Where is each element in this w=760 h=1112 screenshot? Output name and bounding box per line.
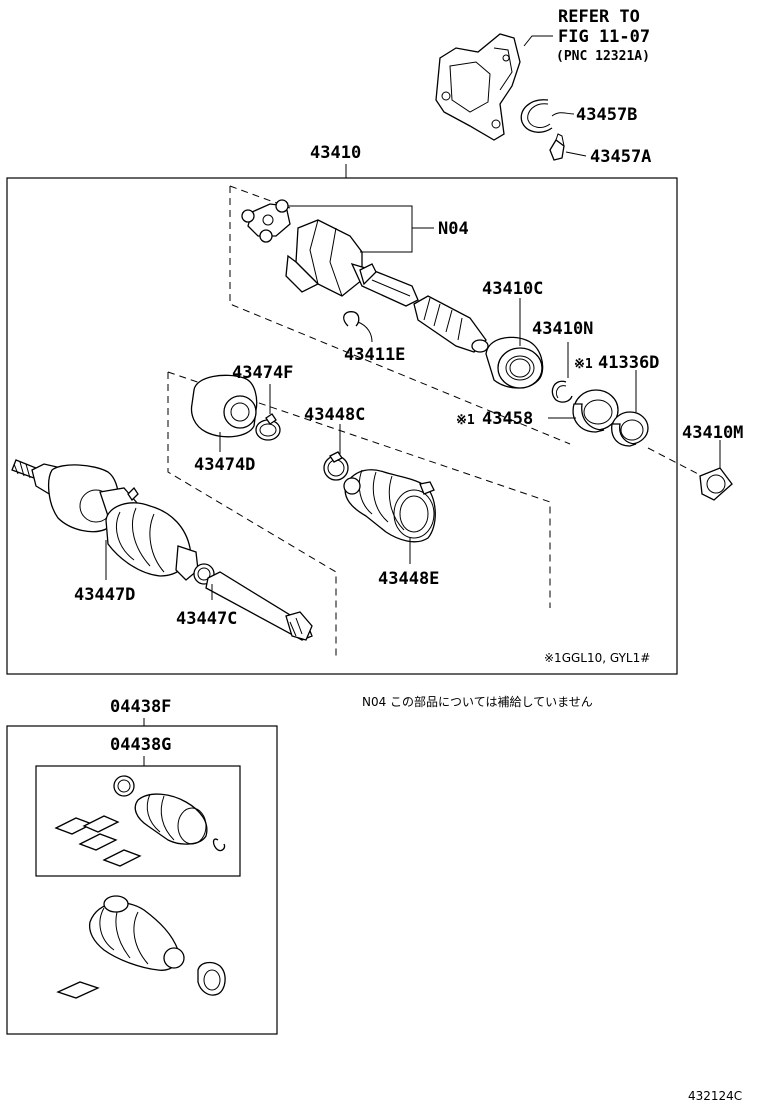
label-43457a: 43457A [590,147,651,167]
figure-id: 432124C [688,1089,742,1103]
inner-joint-housing-part [285,219,419,307]
kome-43458: ※1 [456,413,475,428]
label-43447c: 43447C [176,609,237,629]
label-04438g: 04438G [110,735,171,755]
label-04438f: 04438F [110,697,171,717]
refer-leader [523,35,553,47]
clip-43411e: 43411E [343,311,405,365]
kome-41336d: ※1 [574,357,593,372]
clamp-43474f: 43474F [232,363,293,441]
label-43448c: 43448C [304,405,365,425]
label-43410m: 43410M [682,423,743,443]
label-43457b: 43457B [576,105,637,125]
tripod-joint-part [241,199,291,243]
leader-n04 [288,205,434,253]
label-43411e: 43411E [344,345,405,365]
boot-43448e: 43448E [343,469,439,589]
label-43474f: 43474F [232,363,293,383]
footnote-vehicle-code: ※1GGL10, GYL1# [544,651,650,665]
kit-frame-04438f [6,725,278,1035]
label-43448e: 43448E [378,569,439,589]
label-43410: 43410 [310,143,361,163]
label-43410n: 43410N [532,319,593,339]
seal-41336d: ※1 41336D [574,353,659,447]
transmission-bracket-part [435,33,521,141]
label-43458: 43458 [482,409,533,429]
label-43474d: 43474D [194,455,255,475]
intermediate-shaft-part [413,295,489,353]
note-n04-not-supplied: N04 この部品については補給していません [362,694,593,709]
outer-joint-shaft-part: 43447D 43447C [11,459,313,641]
label-n04: N04 [438,219,469,239]
damper-43474d: 43474D [190,374,258,475]
kit-04438g-contents [54,775,226,867]
bolt-43457a: 43457A [549,133,651,167]
dashed-group-boot [167,371,551,658]
bushing-43410m: 43410M [647,423,743,501]
refer-line-3: (PNC 12321A) [556,49,650,64]
bearing-43410c: 43410C [482,279,543,389]
snap-ring-43410n: 43410N [532,319,593,403]
snap-ring-43457b: 43457B [520,99,637,133]
bearing-43458: ※1 43458 [456,389,619,433]
clamp-43448c: 43448C [304,405,365,481]
assembly-frame-43410 [6,177,678,675]
refer-note: REFER TO FIG 11-07 (PNC 12321A) [523,7,650,64]
kit-frame-04438g [35,765,241,877]
refer-line-1: REFER TO [558,7,640,27]
label-43410c: 43410C [482,279,543,299]
label-41336d: 41336D [598,353,659,373]
label-43447d: 43447D [74,585,135,605]
kit-04438f-contents [56,895,226,999]
refer-line-2: FIG 11-07 [558,27,650,47]
